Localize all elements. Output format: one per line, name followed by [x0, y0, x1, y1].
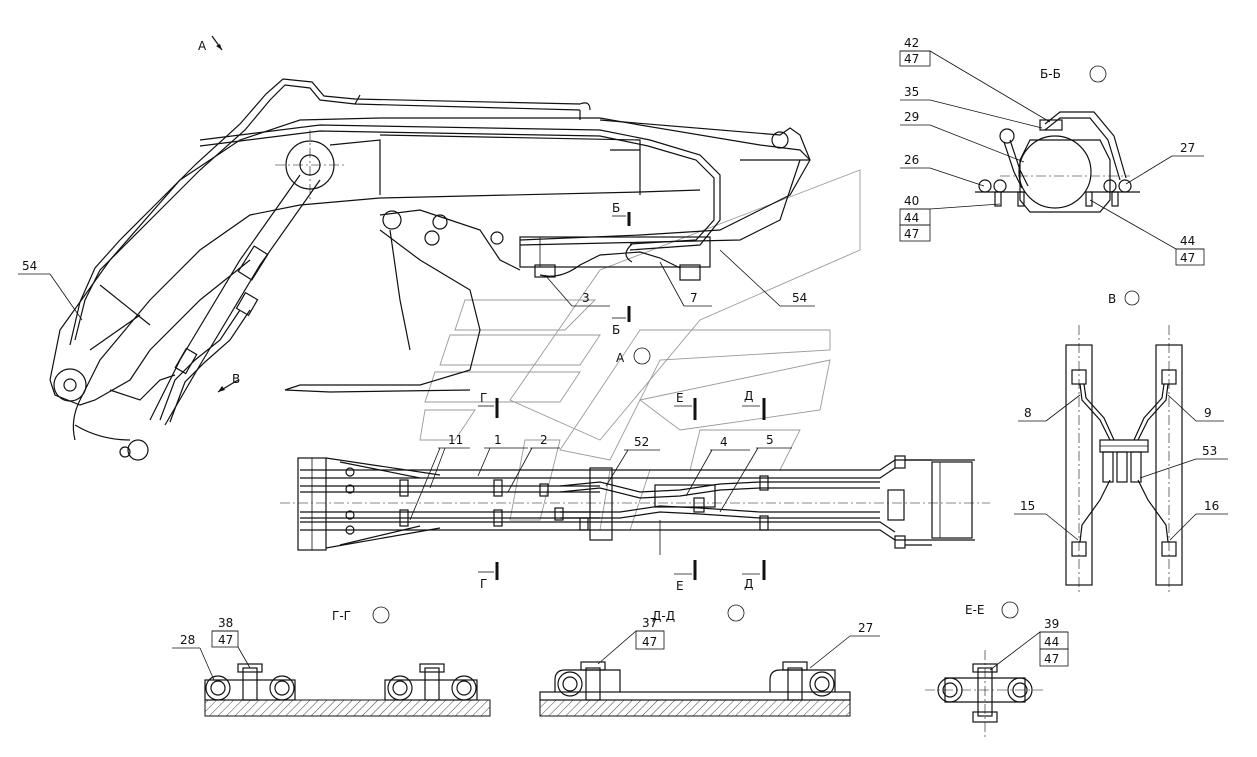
- svg-text:29: 29: [904, 110, 919, 124]
- svg-text:40: 40: [904, 194, 919, 208]
- svg-text:Е-Е: Е-Е: [965, 603, 985, 617]
- svg-text:52: 52: [634, 435, 649, 449]
- section-ee: Е-Е: [925, 601, 1045, 740]
- boom-side-view: [49, 78, 811, 461]
- svg-text:27: 27: [1180, 141, 1195, 155]
- svg-text:7: 7: [690, 291, 698, 305]
- svg-text:Д: Д: [744, 389, 753, 403]
- svg-text:47: 47: [1044, 652, 1059, 666]
- svg-text:47: 47: [904, 227, 919, 241]
- callout-9: 9: [1167, 394, 1224, 422]
- svg-text:53: 53: [1202, 444, 1217, 458]
- callout-53: 53: [1139, 444, 1228, 479]
- callout-4: 4: [685, 435, 750, 497]
- watermark-shapes: [419, 169, 861, 531]
- view-arrow-a: А: [198, 35, 223, 53]
- svg-text:4: 4: [720, 435, 728, 449]
- svg-text:38: 38: [218, 616, 233, 630]
- callout-37-47: 37 47: [597, 616, 665, 665]
- callout-1: 1: [477, 433, 528, 477]
- callout-54-right: 54: [719, 249, 815, 307]
- svg-text:44: 44: [1044, 635, 1059, 649]
- svg-text:Е: Е: [676, 579, 684, 593]
- svg-text:Б: Б: [612, 201, 620, 215]
- svg-text:35: 35: [904, 85, 919, 99]
- svg-text:47: 47: [1180, 251, 1195, 265]
- svg-text:А: А: [198, 39, 207, 53]
- svg-text:3: 3: [582, 291, 590, 305]
- section-mark-g-bottom: Г: [478, 562, 499, 591]
- callout-52: 52: [605, 435, 660, 487]
- callout-39-44-47: 39 44 47: [989, 617, 1069, 671]
- callout-16: 16: [1169, 499, 1228, 541]
- svg-text:11: 11: [448, 433, 463, 447]
- view-v: В: [1065, 290, 1183, 595]
- svg-text:8: 8: [1024, 406, 1032, 420]
- svg-text:47: 47: [218, 633, 233, 647]
- section-dd: Д-Д: [539, 604, 851, 717]
- callout-40-44-47: 40 44 47: [899, 194, 1001, 242]
- callout-2: 2: [507, 433, 560, 493]
- section-mark-g-top: Г: [478, 391, 499, 418]
- svg-text:42: 42: [904, 36, 919, 50]
- callout-29: 29: [900, 110, 1025, 163]
- svg-text:Г: Г: [480, 391, 487, 405]
- callout-44-47-bb-right: 44 47: [1089, 199, 1205, 266]
- svg-text:1: 1: [494, 433, 502, 447]
- section-mark-d-top: Д: [742, 389, 766, 420]
- svg-text:47: 47: [904, 52, 919, 66]
- svg-text:2: 2: [540, 433, 548, 447]
- section-mark-b-top: Б: [612, 201, 631, 226]
- view-arrow-b: В: [217, 372, 240, 393]
- callout-27-dd: 27: [809, 621, 880, 669]
- callout-5: 5: [719, 433, 792, 513]
- svg-text:26: 26: [904, 153, 919, 167]
- svg-text:В: В: [1108, 292, 1116, 306]
- svg-text:А: А: [616, 351, 625, 365]
- svg-text:54: 54: [792, 291, 807, 305]
- svg-text:Б: Б: [612, 323, 620, 337]
- callout-3: 3: [544, 274, 610, 307]
- svg-text:В: В: [232, 372, 240, 386]
- callout-28: 28: [172, 633, 215, 681]
- section-mark-e-top: Е: [674, 391, 697, 420]
- callout-27-bb: 27: [1125, 141, 1204, 185]
- callout-54-left: 54: [18, 259, 83, 321]
- section-bb: Б-Б: [975, 65, 1140, 213]
- view-label-a: А: [616, 347, 651, 365]
- section-mark-e-bottom: Е: [674, 560, 697, 593]
- callout-35: 35: [900, 85, 1043, 129]
- callout-38-47: 38 47: [211, 616, 251, 669]
- callout-15: 15: [1014, 499, 1079, 541]
- svg-text:28: 28: [180, 633, 195, 647]
- svg-text:Г: Г: [480, 577, 487, 591]
- svg-text:Д: Д: [744, 577, 753, 591]
- svg-text:Е: Е: [676, 391, 684, 405]
- callout-42-47: 42 47: [899, 36, 1051, 123]
- section-mark-d-bottom: Д: [742, 560, 766, 591]
- svg-text:54: 54: [22, 259, 37, 273]
- svg-text:15: 15: [1020, 499, 1035, 513]
- callout-7: 7: [659, 261, 712, 307]
- callout-8: 8: [1018, 394, 1081, 422]
- svg-text:16: 16: [1204, 499, 1219, 513]
- svg-text:39: 39: [1044, 617, 1059, 631]
- svg-text:Г-Г: Г-Г: [332, 609, 351, 623]
- svg-text:Д-Д: Д-Д: [652, 609, 675, 623]
- section-mark-b-bottom: Б: [612, 306, 631, 337]
- callout-26: 26: [900, 153, 985, 187]
- svg-text:44: 44: [904, 211, 919, 225]
- svg-text:44: 44: [1180, 234, 1195, 248]
- section-gg: Г-Г: [204, 606, 491, 717]
- svg-text:27: 27: [858, 621, 873, 635]
- svg-text:9: 9: [1204, 406, 1212, 420]
- svg-text:5: 5: [766, 433, 774, 447]
- svg-text:47: 47: [642, 635, 657, 649]
- svg-text:37: 37: [642, 616, 657, 630]
- boom-plan-view: [280, 455, 990, 555]
- svg-text:Б-Б: Б-Б: [1040, 67, 1061, 81]
- callout-11: 11: [409, 433, 470, 521]
